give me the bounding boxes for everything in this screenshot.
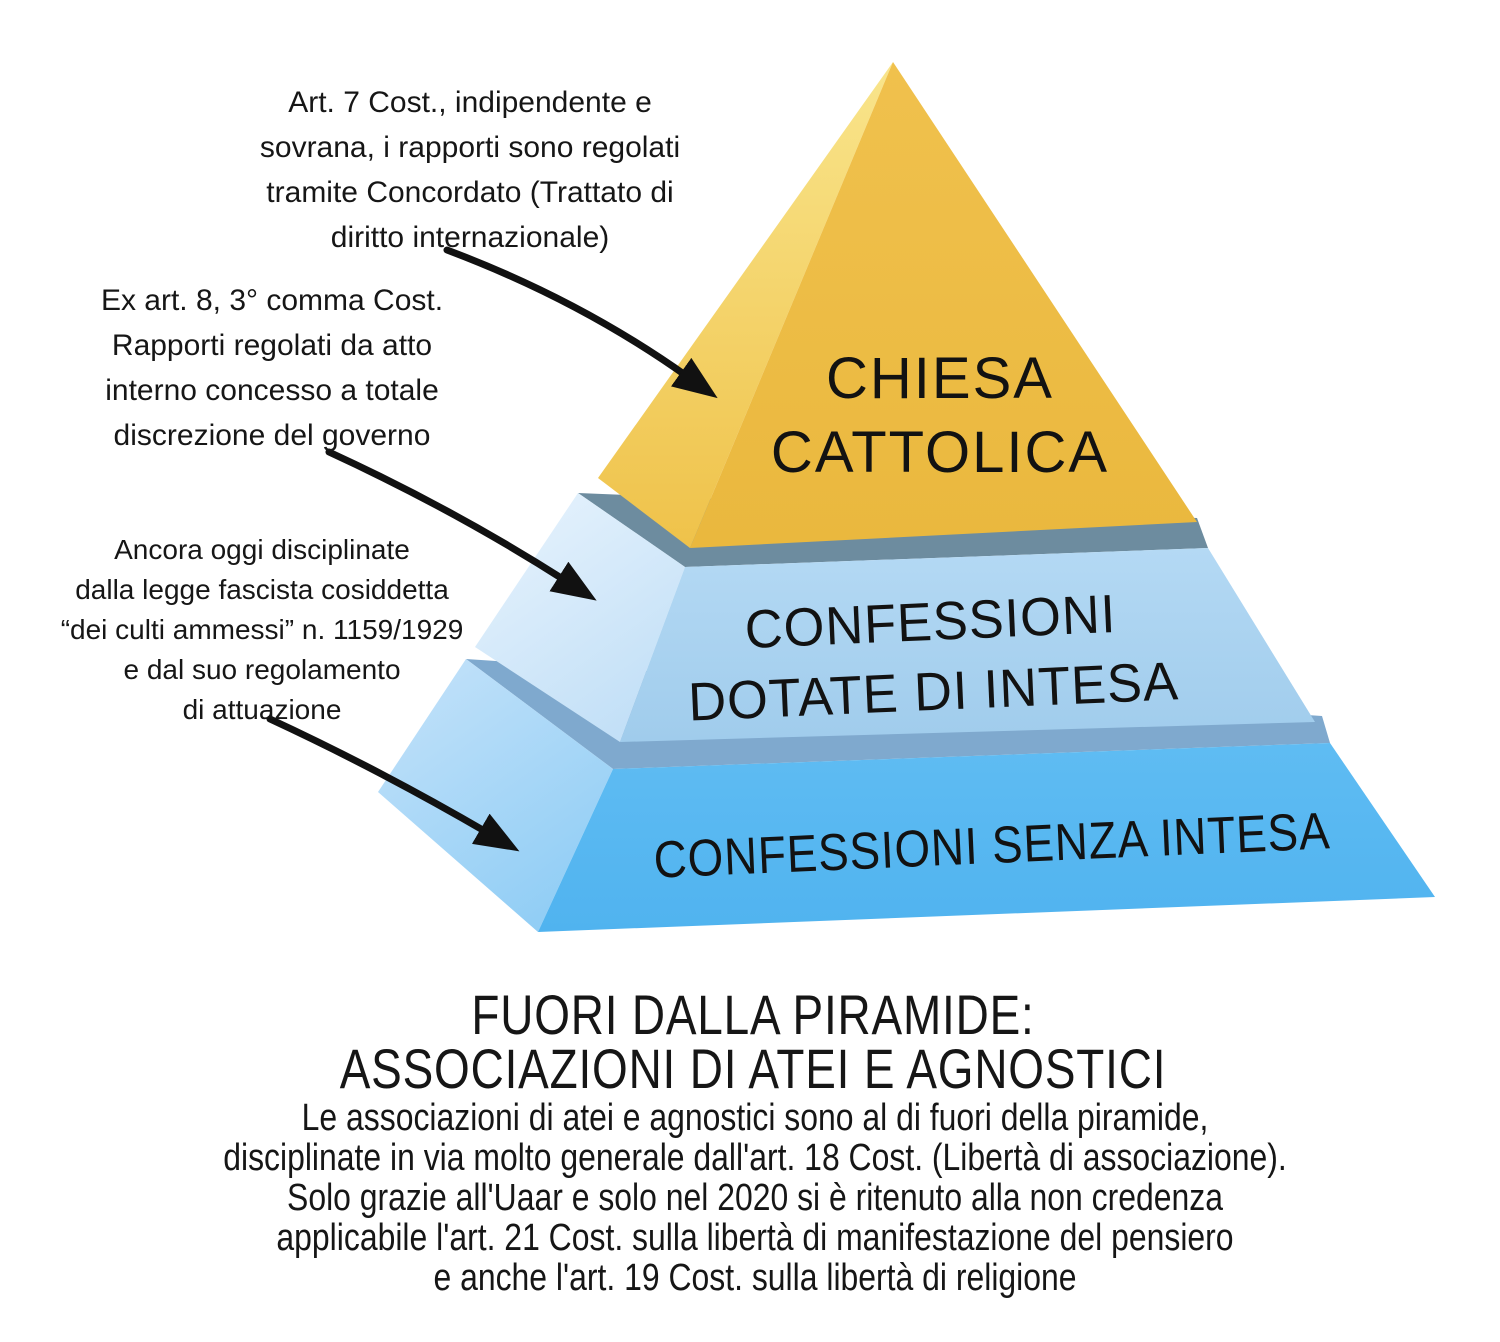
footer-title-line: FUORI DALLA PIRAMIDE: (471, 983, 1035, 1046)
tier-top-left-face (598, 62, 893, 548)
annotation-line: discrezione del governo (113, 419, 431, 452)
footer-body: Le associazioni di atei e agnostici sono… (223, 1098, 1287, 1298)
footer-body-line: e anche l'art. 19 Cost. sulla libertà di… (433, 1257, 1077, 1299)
annotation-line: interno concesso a totale (105, 374, 439, 407)
annotation-line: “dei culti ammessi” n. 1159/1929 (60, 614, 464, 645)
annotation-line: di attuazione (182, 694, 342, 725)
footer-title-line: ASSOCIAZIONI DI ATEI E AGNOSTICI (339, 1037, 1167, 1100)
annotation-line: e dal suo regolamento (123, 654, 401, 685)
arrow-to-bottom-tier (266, 715, 520, 852)
arrow-to-middle-tier (325, 448, 597, 601)
annotation-line: diritto internazionale) (330, 221, 610, 254)
annotation-line: tramite Concordato (Trattato di (266, 176, 674, 209)
annotation-line: dalla legge fascista cosiddetta (75, 574, 449, 605)
annotation-line: Ex art. 8, 3° comma Cost. (100, 284, 444, 317)
tier-label-line: CHIESA (826, 346, 1054, 411)
tier-label-chiesa-cattolica: CHIESA CATTOLICA (771, 342, 1109, 490)
tier-bottom-front-face (538, 743, 1435, 932)
annotation-line: sovrana, i rapporti sono regolati (259, 131, 681, 164)
tier-bottom-left-face (378, 659, 613, 932)
tier-label-confessioni-dotate: CONFESSIONI DOTATE DI INTESA (684, 576, 1181, 737)
annotation-line: Rapporti regolati da atto (111, 329, 433, 362)
annotation-line: Art. 7 Cost., indipendente e (288, 86, 652, 119)
footer-title: FUORI DALLA PIRAMIDE: ASSOCIAZIONI DI AT… (339, 983, 1167, 1100)
annotation-art7: Art. 7 Cost., indipendente e sovrana, i … (260, 80, 680, 260)
annotation-art8: Ex art. 8, 3° comma Cost. Rapporti regol… (101, 278, 443, 458)
tier-label-line: CATTOLICA (770, 420, 1110, 485)
annotation-culti-ammessi: Ancora oggi disciplinate dalla legge fas… (61, 530, 464, 730)
footer-body-line: disciplinate in via molto generale dall'… (223, 1137, 1287, 1179)
footer-body-line: Le associazioni di atei e agnostici sono… (301, 1097, 1209, 1139)
footer-body-line: Solo grazie all'Uaar e solo nel 2020 si … (287, 1177, 1223, 1219)
tier-top-front-face (690, 62, 1197, 548)
arrow-to-top-tier (443, 246, 718, 399)
footer-body-line: applicabile l'art. 21 Cost. sulla libert… (276, 1217, 1234, 1259)
tier-middle-left-face (475, 493, 685, 742)
tier-middle-front-face (620, 548, 1315, 742)
annotation-line: Ancora oggi disciplinate (114, 534, 410, 565)
